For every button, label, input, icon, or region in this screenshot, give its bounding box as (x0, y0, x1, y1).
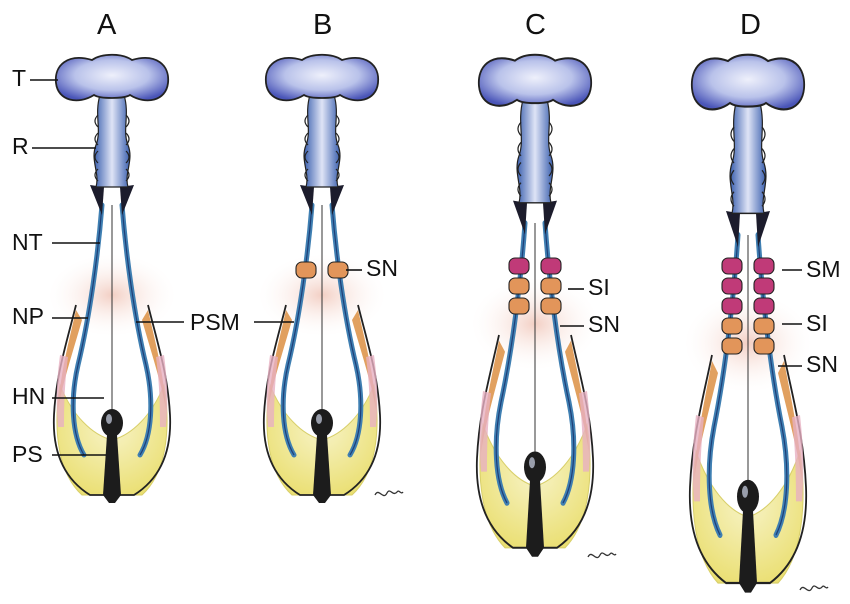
somite-b-1-left (296, 262, 316, 278)
somite-c-2-right (541, 278, 561, 294)
label-nt: NT (12, 229, 43, 255)
somite-d-1-left (722, 258, 742, 274)
somite-d-4-right (754, 318, 774, 334)
somite-d-4-left (722, 318, 742, 334)
label-d-sm: SM (806, 256, 841, 282)
somite-d-2-right (754, 278, 774, 294)
somite-d-5-left (722, 338, 742, 354)
label-c-si: SI (588, 274, 610, 300)
panel-label-d: D (740, 9, 761, 41)
somite-d-2-left (722, 278, 742, 294)
panel-label-b: B (313, 9, 332, 41)
somite-c-1-right (541, 258, 561, 274)
label-b-sn: SN (366, 255, 398, 281)
label-psm: PSM (190, 309, 240, 335)
label-c-sn: SN (588, 311, 620, 337)
label-r: R (12, 133, 29, 159)
embryo-c (473, 55, 597, 557)
somite-d-3-right (754, 298, 774, 314)
label-d-si: SI (806, 310, 828, 336)
signature-d (800, 586, 828, 591)
signature-c (588, 553, 616, 558)
somite-c-3-left (509, 298, 529, 314)
somite-d-3-left (722, 298, 742, 314)
somite-c-2-left (509, 278, 529, 294)
label-np: NP (12, 303, 44, 329)
panel-label-a: A (97, 9, 117, 41)
somite-d-1-right (754, 258, 774, 274)
label-ps: PS (12, 441, 43, 467)
label-t: T (12, 65, 26, 91)
embryo-a (50, 55, 174, 503)
somite-b-1-right (328, 262, 348, 278)
somite-c-1-left (509, 258, 529, 274)
panel-label-c: C (525, 9, 546, 41)
signature-b (375, 491, 403, 496)
label-d-sn: SN (806, 351, 838, 377)
somite-c-3-right (541, 298, 561, 314)
label-hn: HN (12, 383, 45, 409)
somite-d-5-right (754, 338, 774, 354)
